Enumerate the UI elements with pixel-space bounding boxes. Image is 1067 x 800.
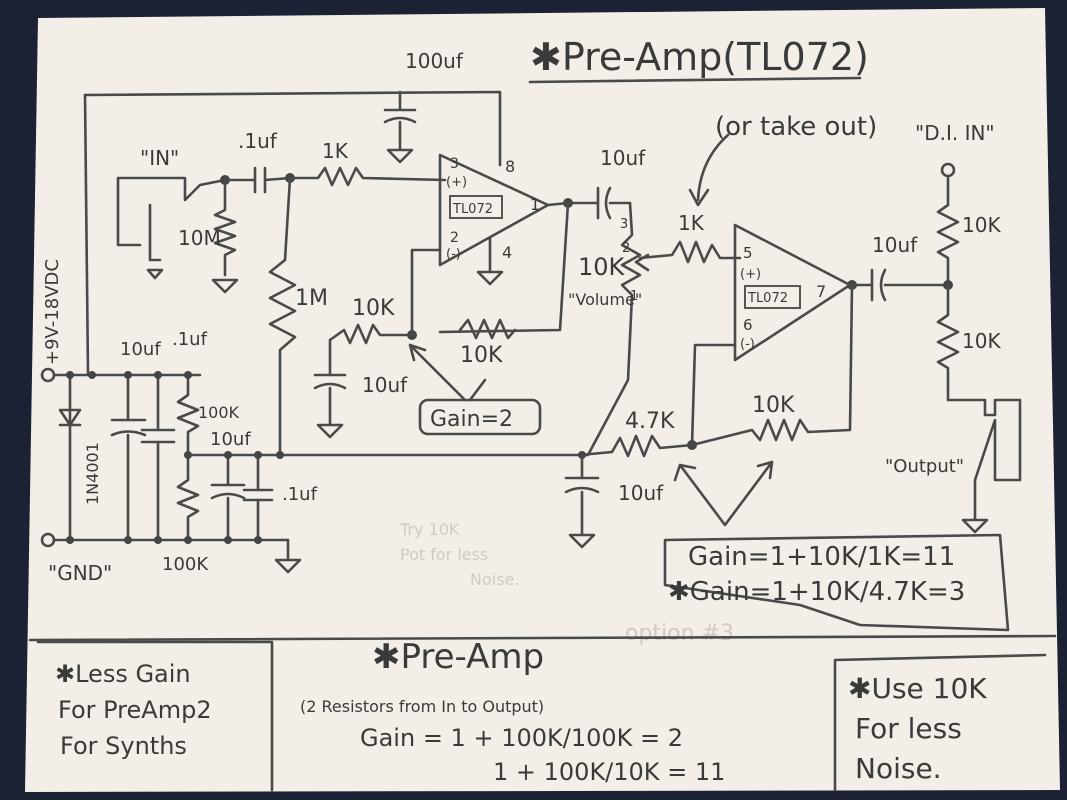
opamp1-pin4: 4 xyxy=(502,243,512,262)
left-note-line1: ✱Less Gain xyxy=(55,660,191,688)
section-divider xyxy=(28,634,1057,642)
r-in-label: 1K xyxy=(322,139,349,163)
opamp2-plus: (+) xyxy=(740,267,761,282)
r-gain-in-label: 10K xyxy=(352,296,395,321)
vol-pin3: 3 xyxy=(620,217,628,232)
volume-label: 10K xyxy=(578,253,626,281)
left-note-box: ✱Less Gain For PreAmp2 For Synths xyxy=(36,640,274,792)
left-note-line3: For Synths xyxy=(60,732,187,760)
opamp2-part: TL072 xyxy=(747,291,788,306)
gain-note-line1: Gain=1+10K/1K=11 xyxy=(688,542,955,572)
right-note-line1: ✱Use 10K xyxy=(848,672,987,705)
faint-notes: Try 10K Pot for less Noise. option #3 xyxy=(399,520,734,646)
opamp1-part: TL072 xyxy=(452,202,493,217)
ps-cap2-label: .1uf xyxy=(172,329,208,350)
ps-r2-label: 100K xyxy=(162,554,209,575)
gain-2-box xyxy=(418,398,542,436)
r-fb2-label: 10K xyxy=(752,393,795,418)
cap-out1-label: 10uf xyxy=(600,146,646,170)
input-label: "IN" xyxy=(140,146,179,170)
vol-pin2: 2 xyxy=(622,241,630,256)
volume-caption: "Volume" xyxy=(568,290,642,309)
vol-pin1: 1 xyxy=(630,289,638,304)
opamp-2: TL072 5 (+) 6 (-) 7 10K xyxy=(690,223,857,447)
di-r2-label: 10K xyxy=(962,329,1001,353)
right-note-box: ✱Use 10K For less Noise. xyxy=(833,653,1047,792)
opamp1-minus: (-) xyxy=(446,247,461,262)
faint-note1: Try 10K xyxy=(399,520,460,539)
opamp1-pin2: 2 xyxy=(450,230,459,246)
diode-label: 1N4001 xyxy=(83,442,102,505)
opamp1-pin8: 8 xyxy=(505,157,515,176)
faint-option: option #3 xyxy=(625,621,734,646)
faint-note3: Noise. xyxy=(470,570,519,589)
ps-cap3-label: 10uf xyxy=(210,429,251,450)
gain-note-line2: ✱Gain=1+10K/4.7K=3 xyxy=(668,577,965,607)
opamp1-pin3: 3 xyxy=(450,156,459,172)
right-note-line2: For less xyxy=(855,712,962,745)
r-10m-label: 10M xyxy=(178,226,221,250)
cap-gain-label: 10uf xyxy=(362,373,408,397)
preamp-heading: ✱Pre-Amp xyxy=(372,637,544,677)
input-section: "IN" .1uf 10M 1K 1M xyxy=(116,129,447,457)
r-gain-fb-label: 10K xyxy=(460,343,503,368)
di-in-label: "D.I. IN" xyxy=(915,121,995,145)
or-take-out-label: (or take out) xyxy=(715,112,877,142)
opamp2-minus: (-) xyxy=(740,337,755,352)
cap-in-label: .1uf xyxy=(238,129,278,153)
volume-section: 10uf 10K "Volume" 3 2 1 1K (or take out) xyxy=(278,112,877,457)
preamp-sub: (2 Resistors from In to Output) xyxy=(300,697,544,716)
gain-note: Gain=1+10K/1K=11 ✱Gain=1+10K/4.7K=3 xyxy=(663,533,1010,632)
cap-out2-label: 10uf xyxy=(872,233,918,257)
opamp-1: TL072 3 (+) 2 (-) 8 4 1 xyxy=(410,153,573,337)
r-47k-label: 4.7K xyxy=(625,409,675,434)
preamp-eq1: Gain = 1 + 100K/100K = 2 xyxy=(360,724,683,752)
top-supply-rail: 100uf xyxy=(83,49,502,377)
r-1k-b-label: 1K xyxy=(678,211,705,235)
faint-note2: Pot for less xyxy=(400,545,488,564)
cap-gnd2-label: 10uf xyxy=(618,481,664,505)
power-supply: +9V-18VDC "GND" 1N4001 10uf .1uf 100K 10… xyxy=(40,259,318,585)
di-r1-label: 10K xyxy=(962,213,1001,237)
title-underline xyxy=(528,76,862,84)
gain-network-2: 4.7K 10uf xyxy=(564,409,774,549)
paper xyxy=(25,8,1060,792)
gain-2-text: Gain=2 xyxy=(430,407,513,432)
preamp-eq2: 1 + 100K/10K = 11 xyxy=(493,758,725,786)
gnd-label: "GND" xyxy=(48,561,112,585)
opamp2-pin6: 6 xyxy=(743,316,753,334)
ps-cap4-label: .1uf xyxy=(282,484,318,505)
preamp-formula: ✱Pre-Amp (2 Resistors from In to Output)… xyxy=(300,637,725,786)
opamp2-pin5: 5 xyxy=(743,244,753,262)
left-note-line2: For PreAmp2 xyxy=(58,696,212,724)
page-title: ✱Pre-Amp(TL072) xyxy=(530,35,869,79)
cap-top-label: 100uf xyxy=(405,49,464,73)
output-section: 10uf "D.I. IN" 10K 10K "Output" xyxy=(850,121,1022,534)
supply-label: +9V-18VDC xyxy=(42,259,63,365)
opamp1-pin1: 1 xyxy=(530,195,540,214)
output-label: "Output" xyxy=(885,456,964,477)
r-1m-label: 1M xyxy=(295,286,328,311)
ps-cap1-label: 10uf xyxy=(120,339,161,360)
opamp1-plus: (+) xyxy=(446,175,467,190)
ps-r1-label: 100K xyxy=(198,403,240,422)
opamp2-pin7: 7 xyxy=(816,282,826,301)
right-note-line3: Noise. xyxy=(855,752,942,785)
gain-network-1: 10K 10K 10uf Gain=2 xyxy=(313,296,542,439)
